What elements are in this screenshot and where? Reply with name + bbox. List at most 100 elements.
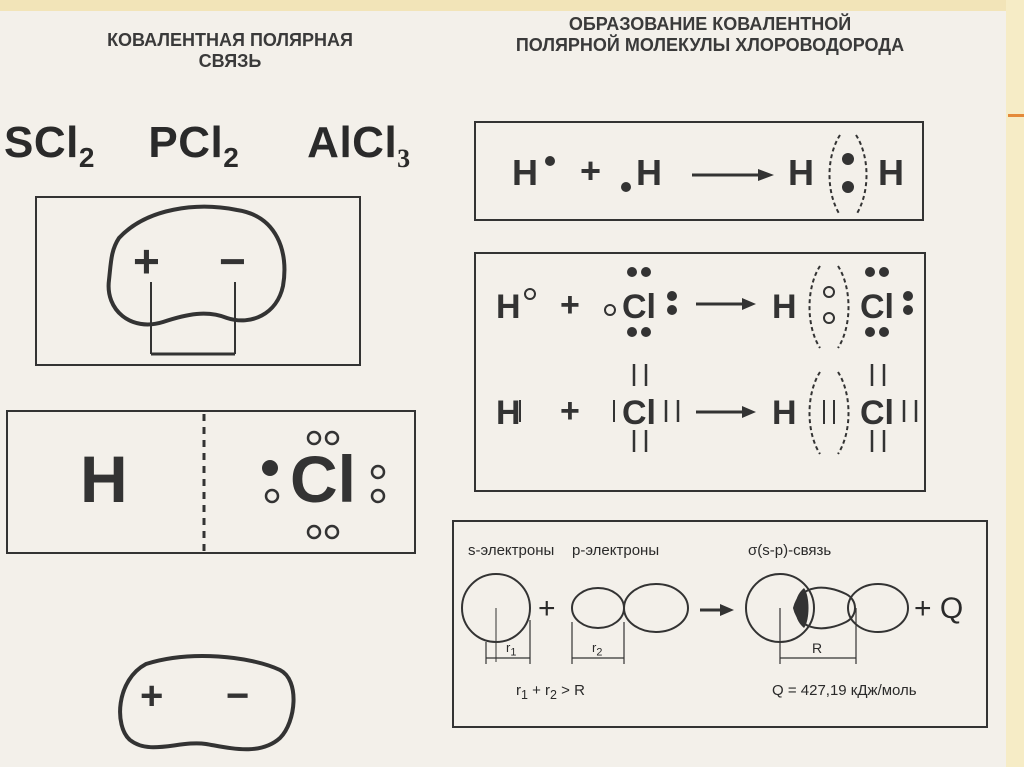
plus-q: + Q: [914, 592, 964, 625]
hcl-scheme-drawing: [519, 265, 918, 455]
overlap-curve-left: [828, 134, 841, 216]
h-open-electron: [524, 288, 536, 300]
formula-alcl3-main: AlCl: [307, 118, 398, 167]
row2-product-cl: Cl: [860, 394, 894, 432]
formula-pcl2-sub: 2: [223, 142, 240, 173]
h2-drawing: [545, 134, 868, 216]
row1-cl: Cl: [622, 288, 656, 326]
r1-letter: r: [506, 640, 511, 655]
row1-plus: +: [560, 286, 580, 324]
p-electrons-label: p-электроны: [572, 542, 660, 559]
accent-line: [1008, 114, 1024, 117]
inequality: r1 + r2 > R: [516, 682, 585, 702]
electron-pair-bottom-2: [324, 524, 340, 540]
shared-pair-bottom: [842, 181, 854, 193]
ineq-plus: + r: [527, 682, 551, 699]
energy-value: Q = 427,19 кДж/моль: [772, 682, 917, 699]
formula-pcl2: PCl2: [148, 118, 239, 173]
prod-pair-right-b: [903, 305, 913, 315]
prod-pair-bottom-a: [865, 327, 875, 337]
cl-pair-bottom-a: [627, 327, 637, 337]
hcl-electron-box: H Cl: [6, 410, 416, 554]
bottom-dipole-outline: [118, 654, 296, 752]
ineq-r1-sub: 1: [521, 688, 528, 702]
dipole-outline: [106, 204, 287, 327]
cl-pair-top-a: [627, 267, 637, 277]
ineq-tail: > R: [557, 682, 585, 699]
r2-letter: r: [592, 640, 597, 655]
orbital-arrow-head: [720, 604, 734, 616]
row2-overlap-left: [808, 371, 821, 455]
row1-overlap-right: [837, 265, 850, 349]
prod-pair-right-a: [903, 291, 913, 301]
left-heading: КОВАЛЕНТНАЯ ПОЛЯРНАЯ СВЯЗЬ: [70, 30, 390, 72]
ineq-r1: r: [516, 682, 521, 699]
s-electrons-label: s-электроны: [468, 542, 555, 559]
row2-plus: +: [560, 392, 580, 430]
row1-product-cl: Cl: [860, 288, 894, 326]
cl-pair-bottom-b: [641, 327, 651, 337]
row1-overlap-left: [808, 265, 821, 349]
cl-open-electron: [604, 304, 616, 316]
right-heading-line2: ПОЛЯРНОЙ МОЛЕКУЛЫ ХЛОРОВОДОРОДА: [515, 35, 905, 55]
bottom-dipole: [118, 654, 296, 752]
row2-spin-arrows: [632, 364, 918, 452]
bond-p-lobe: [792, 586, 856, 630]
h-electron-dot: [545, 156, 555, 166]
shared-pair-top: [842, 153, 854, 165]
row2-arrow-head: [742, 406, 756, 418]
row1-h: H: [496, 288, 521, 326]
h2-product-2: H: [878, 152, 904, 193]
p-orbital-right-lobe: [623, 583, 689, 633]
r2-label: r2: [592, 640, 602, 659]
prod-pair-top-b: [879, 267, 889, 277]
h-electron-dot-2: [621, 182, 631, 192]
prod-pair-bottom-b: [879, 327, 889, 337]
right-heading: ОБРАЗОВАНИЕ КОВАЛЕНТНОЙ ПОЛЯРНОЙ МОЛЕКУЛ…: [470, 14, 950, 56]
cl-pair-right-a: [667, 291, 677, 301]
dipole-minus: −: [219, 235, 246, 287]
overlap-region: [795, 588, 809, 628]
electron-pair-top: [306, 430, 322, 446]
bottom-dipole-minus: −: [226, 674, 250, 718]
electron-pair-bottom: [306, 524, 322, 540]
hcl-formation-box: H + Cl H Cl H + Cl H Cl: [474, 252, 926, 492]
row2-overlap-right: [837, 371, 850, 455]
bottom-dipole-plus: +: [140, 674, 164, 718]
sigma-bond-label: σ(s-p)-связь: [748, 542, 832, 559]
right-border: [1006, 0, 1024, 767]
electron-shared-filled: [262, 460, 278, 476]
cl-pair-top-b: [641, 267, 651, 277]
p-orbital-left-lobe: [571, 587, 625, 629]
row2-product-h: H: [772, 394, 797, 432]
left-heading-line2: СВЯЗЬ: [198, 51, 262, 71]
formula-scl2-sub: 2: [78, 142, 95, 173]
overlap-curve-right: [855, 134, 868, 216]
row1-shared-bottom: [823, 312, 835, 324]
formula-pcl2-main: PCl: [148, 118, 224, 167]
electron-pair-right-2: [370, 488, 386, 504]
formula-alcl3-sub: 3: [397, 144, 411, 173]
hcl-cl-symbol: Cl: [290, 442, 356, 516]
formula-row: SCl2 PCl2 AlCl3: [4, 118, 411, 174]
r1-sub: 1: [510, 646, 517, 659]
electron-left-open: [264, 488, 280, 504]
reaction-arrow-head: [758, 169, 774, 181]
h2-product-1: H: [788, 152, 814, 193]
formula-alcl3: AlCl3: [307, 118, 411, 173]
row1-shared-top: [823, 286, 835, 298]
bond-p-far-lobe: [847, 583, 909, 633]
orbital-plus: +: [538, 592, 556, 625]
hcl-h-symbol: H: [80, 442, 128, 516]
R-label: R: [812, 640, 823, 656]
orbital-overlap-box: s-электроны p-электроны σ(s-p)-связь + +…: [452, 520, 988, 728]
dipole-plus: +: [133, 235, 160, 287]
prod-pair-top-a: [865, 267, 875, 277]
row2-cl: Cl: [622, 394, 656, 432]
electron-pair-top-2: [324, 430, 340, 446]
formula-scl2: SCl2: [4, 118, 95, 173]
r1-label: r1: [506, 640, 516, 659]
orbital-drawing: [461, 573, 909, 664]
h2-formation-box: H + H H H: [474, 121, 924, 221]
